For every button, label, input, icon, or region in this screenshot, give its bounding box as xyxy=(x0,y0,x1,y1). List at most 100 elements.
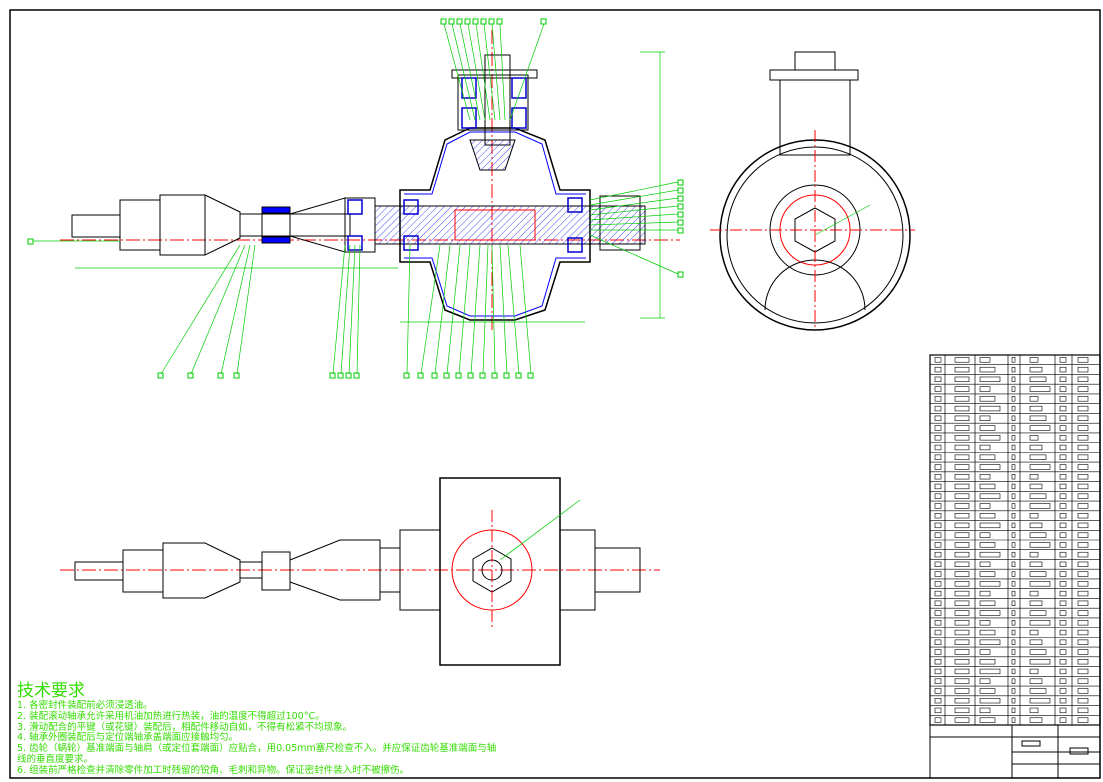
leader-line xyxy=(220,244,251,375)
balloon xyxy=(431,372,438,379)
table-cell-text xyxy=(1059,454,1067,460)
table-cell-text xyxy=(1077,425,1089,431)
table-cell-text xyxy=(1059,668,1067,675)
table-cell-text xyxy=(979,620,991,626)
table-cell-text xyxy=(1029,483,1043,490)
note-item: 4. 轴承外圈装配后与定位端轴承盖端面应接触均匀。 xyxy=(17,732,239,744)
balloon xyxy=(403,372,410,379)
table-cell-text xyxy=(1059,435,1067,441)
table-cell-text xyxy=(979,610,1001,616)
table-cell-text xyxy=(1029,571,1047,577)
table-cell-text xyxy=(954,493,970,499)
table-cell-text xyxy=(934,474,942,480)
balloon xyxy=(491,372,498,379)
table-cell-text xyxy=(954,610,970,616)
table-cell-text xyxy=(1059,600,1067,606)
leader-line xyxy=(491,244,496,375)
table-cell-text xyxy=(934,493,942,499)
table-cell-text xyxy=(1011,396,1016,402)
table-cell-text xyxy=(979,396,996,402)
balloon xyxy=(417,372,424,379)
table-cell-text xyxy=(934,620,942,626)
balloon xyxy=(337,372,344,379)
table-cell-text xyxy=(1059,629,1067,636)
leader-line xyxy=(483,23,496,121)
table-cell-text xyxy=(1059,483,1067,490)
table-cell-text xyxy=(954,454,970,460)
leader-line xyxy=(458,244,471,375)
table-cell-text xyxy=(1011,474,1016,480)
notes-title: 技术要求 xyxy=(17,681,85,701)
leader-line xyxy=(236,244,256,375)
table-cell-text xyxy=(979,503,991,509)
table-cell-text xyxy=(1077,629,1089,636)
balloon xyxy=(448,18,455,25)
table-cell-text xyxy=(1011,590,1016,597)
table-cell-text xyxy=(1011,405,1016,412)
table-cell-text xyxy=(954,366,970,373)
table-cell-text xyxy=(1077,376,1089,383)
table-cell-text xyxy=(954,464,970,470)
table-cell-text xyxy=(934,396,942,402)
table-cell-text xyxy=(934,512,942,519)
table-cell-text xyxy=(934,522,942,529)
table-cell-text xyxy=(934,415,942,421)
table-cell-text xyxy=(979,649,991,655)
table-cell-text xyxy=(1029,474,1039,480)
balloon xyxy=(677,219,684,226)
table-cell-text xyxy=(1011,512,1016,519)
leader-line xyxy=(475,23,491,121)
table-cell-text xyxy=(1011,697,1016,704)
table-cell-text xyxy=(1011,357,1016,363)
balloon xyxy=(677,187,684,194)
table-cell-text xyxy=(1077,678,1089,684)
table-cell-text xyxy=(1059,366,1067,373)
table-cell-text xyxy=(979,405,1001,412)
table-cell-text xyxy=(954,503,970,509)
leader-line xyxy=(589,189,679,206)
table-cell-text xyxy=(1059,590,1067,597)
table-cell-text xyxy=(979,542,996,548)
balloon xyxy=(677,203,684,210)
table-cell-text xyxy=(1059,464,1067,470)
balloon xyxy=(233,372,240,379)
table-cell-text xyxy=(1077,610,1089,616)
table-cell-text xyxy=(1029,610,1047,616)
balloon xyxy=(443,372,450,379)
table-cell-text xyxy=(979,454,996,460)
table-cell-text xyxy=(1059,415,1067,421)
table-cell-text xyxy=(1011,435,1016,441)
table-cell-text xyxy=(1059,688,1067,694)
table-cell-text xyxy=(934,503,942,509)
table-cell-text xyxy=(1059,512,1067,519)
table-cell-text xyxy=(979,474,991,480)
table-cell-text xyxy=(954,571,970,577)
table-cell-text xyxy=(934,639,942,645)
table-cell-text xyxy=(934,464,942,470)
table-cell-text xyxy=(934,405,942,412)
balloon xyxy=(472,18,479,25)
table-cell-text xyxy=(979,366,996,373)
table-cell-text xyxy=(1077,357,1089,363)
leader-line xyxy=(491,23,501,121)
table-cell-text xyxy=(1077,454,1089,460)
table-cell-text xyxy=(1077,697,1089,704)
table-cell-text xyxy=(934,600,942,606)
table-cell-text xyxy=(934,435,942,441)
table-cell-text xyxy=(1011,610,1016,616)
table-cell-text xyxy=(1059,425,1067,431)
table-cell-text xyxy=(954,629,970,636)
leader-line xyxy=(499,244,508,375)
table-cell-text xyxy=(979,639,1001,645)
section-view xyxy=(60,30,680,330)
table-cell-text xyxy=(1059,503,1067,509)
table-cell-text xyxy=(934,707,942,714)
table-cell-text xyxy=(1059,522,1067,529)
table-cell-text xyxy=(954,425,970,431)
table-cell-text xyxy=(1077,464,1089,470)
table-cell-text xyxy=(1029,464,1051,470)
note-item: 5. 齿轮（蜗轮）基准端面与轴肩（或定位套端面）应贴合，用0.05mm塞尺检查不… xyxy=(17,743,497,765)
table-cell-text xyxy=(1011,415,1016,421)
balloon xyxy=(440,18,447,25)
